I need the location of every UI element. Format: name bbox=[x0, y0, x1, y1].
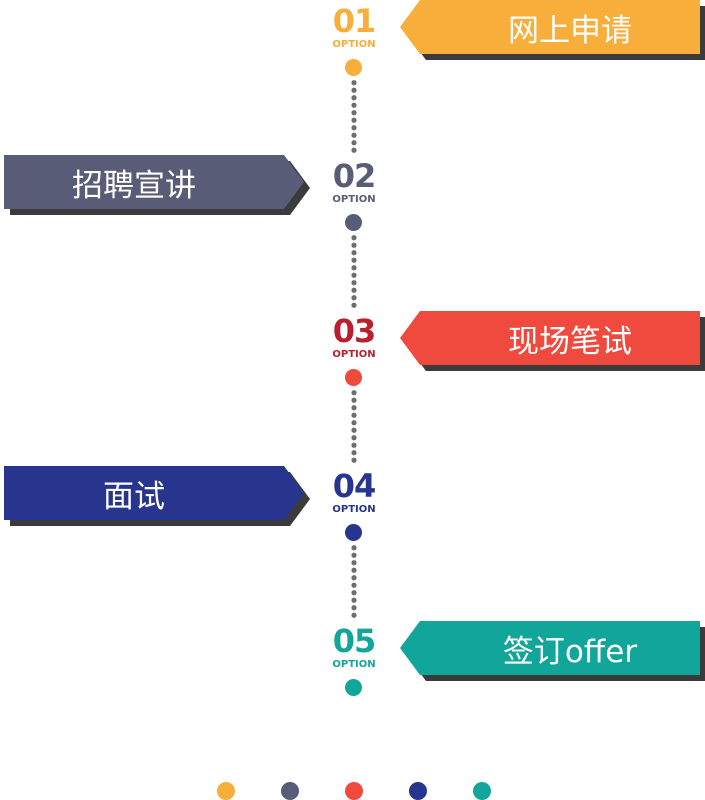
step-number: 01 bbox=[332, 2, 377, 40]
pager-dot-4[interactable] bbox=[409, 782, 427, 800]
step-option-label: OPTION bbox=[332, 659, 376, 670]
timeline-step-2: 02 OPTION 招聘宣讲 bbox=[0, 0, 705, 231]
timeline-connector bbox=[351, 544, 357, 620]
step-number: 04 bbox=[332, 467, 377, 505]
step-option-label: OPTION bbox=[332, 349, 376, 360]
step-dot bbox=[345, 59, 362, 76]
timeline-step-1: 01 OPTION 网上申请 bbox=[0, 0, 705, 140]
step-number: 02 bbox=[332, 157, 377, 195]
timeline-connector bbox=[351, 389, 357, 465]
step-dot bbox=[345, 214, 362, 231]
pager-dot-5[interactable] bbox=[473, 782, 491, 800]
step-banner[interactable]: 招聘宣讲 bbox=[4, 155, 304, 209]
step-dot bbox=[345, 369, 362, 386]
timeline-connector bbox=[351, 234, 357, 310]
timeline-step-4: 04 OPTION 面试 bbox=[0, 0, 705, 541]
step-dot bbox=[345, 679, 362, 696]
step-banner[interactable]: 网上申请 bbox=[400, 0, 705, 60]
step-banner[interactable]: 签订offer bbox=[400, 621, 705, 681]
banner-label: 网上申请 bbox=[400, 0, 700, 54]
step-number: 03 bbox=[332, 312, 377, 350]
timeline-step-3: 03 OPTION 现场笔试 bbox=[0, 0, 705, 386]
step-option-label: OPTION bbox=[332, 504, 376, 515]
pager-dot-1[interactable] bbox=[217, 782, 235, 800]
timeline-connector bbox=[351, 79, 357, 155]
timeline-step-5: 05 OPTION 签订offer bbox=[0, 0, 705, 696]
banner-label: 招聘宣讲 bbox=[4, 155, 304, 209]
step-number: 05 bbox=[332, 622, 377, 660]
banner-label: 签订offer bbox=[400, 621, 700, 675]
banner-label: 面试 bbox=[4, 466, 304, 520]
step-banner[interactable]: 面试 bbox=[4, 466, 304, 520]
step-option-label: OPTION bbox=[332, 194, 376, 205]
pager-dot-2[interactable] bbox=[281, 782, 299, 800]
banner-label: 现场笔试 bbox=[400, 311, 700, 365]
step-option-label: OPTION bbox=[332, 39, 376, 50]
step-banner[interactable]: 现场笔试 bbox=[400, 311, 705, 371]
step-dot bbox=[345, 524, 362, 541]
pager-dot-3[interactable] bbox=[345, 782, 363, 800]
